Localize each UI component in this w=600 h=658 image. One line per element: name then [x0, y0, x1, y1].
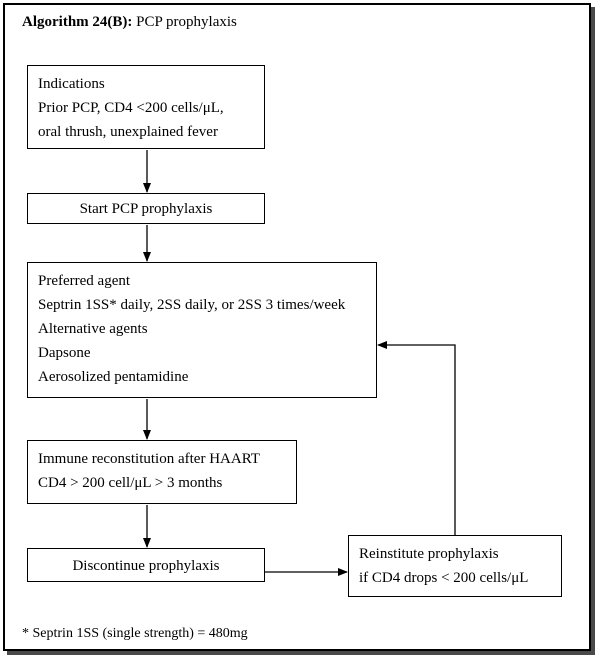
title-text: PCP prophylaxis: [132, 14, 237, 30]
start-prophylaxis-box: Start PCP prophylaxis: [27, 193, 265, 224]
agents-box: Preferred agent Septrin 1SS* daily, 2SS …: [27, 262, 377, 398]
immune-reconstitution-box: Immune reconstitution after HAART CD4 > …: [27, 440, 297, 504]
discontinue-box: Discontinue prophylaxis: [27, 548, 265, 582]
alternative-agent-dapsone: Dapsone: [38, 345, 91, 361]
indications-line-2: oral thrush, unexplained fever: [38, 124, 218, 140]
reinstitute-line-1: Reinstitute prophylaxis: [359, 546, 499, 562]
reinstitute-box: Reinstitute prophylaxis if CD4 drops < 2…: [348, 535, 562, 597]
indications-heading: Indications: [38, 76, 105, 92]
start-prophylaxis-label: Start PCP prophylaxis: [79, 201, 213, 217]
preferred-agent-dosing: Septrin 1SS* daily, 2SS daily, or 2SS 3 …: [38, 297, 346, 313]
reinstitute-line-2: if CD4 drops < 200 cells/μL: [359, 570, 529, 586]
preferred-agent-heading: Preferred agent: [38, 273, 131, 289]
discontinue-label: Discontinue prophylaxis: [72, 558, 220, 574]
immune-reconstitution-line-2: CD4 > 200 cell/μL > 3 months: [38, 475, 223, 491]
title-bold: Algorithm 24(B):: [22, 14, 133, 30]
indications-line-1: Prior PCP, CD4 <200 cells/μL,: [38, 100, 224, 116]
alternative-agents-heading: Alternative agents: [38, 321, 148, 337]
alternative-agent-pentamidine: Aerosolized pentamidine: [38, 369, 189, 385]
immune-reconstitution-line-1: Immune reconstitution after HAART: [38, 451, 260, 467]
indications-box: Indications Prior PCP, CD4 <200 cells/μL…: [27, 65, 265, 149]
arrow-reinstitute-to-agents: [377, 341, 456, 535]
footnote: * Septrin 1SS (single strength) = 480mg: [22, 626, 248, 641]
diagram-title: Algorithm 24(B): PCP prophylaxis: [22, 14, 237, 31]
